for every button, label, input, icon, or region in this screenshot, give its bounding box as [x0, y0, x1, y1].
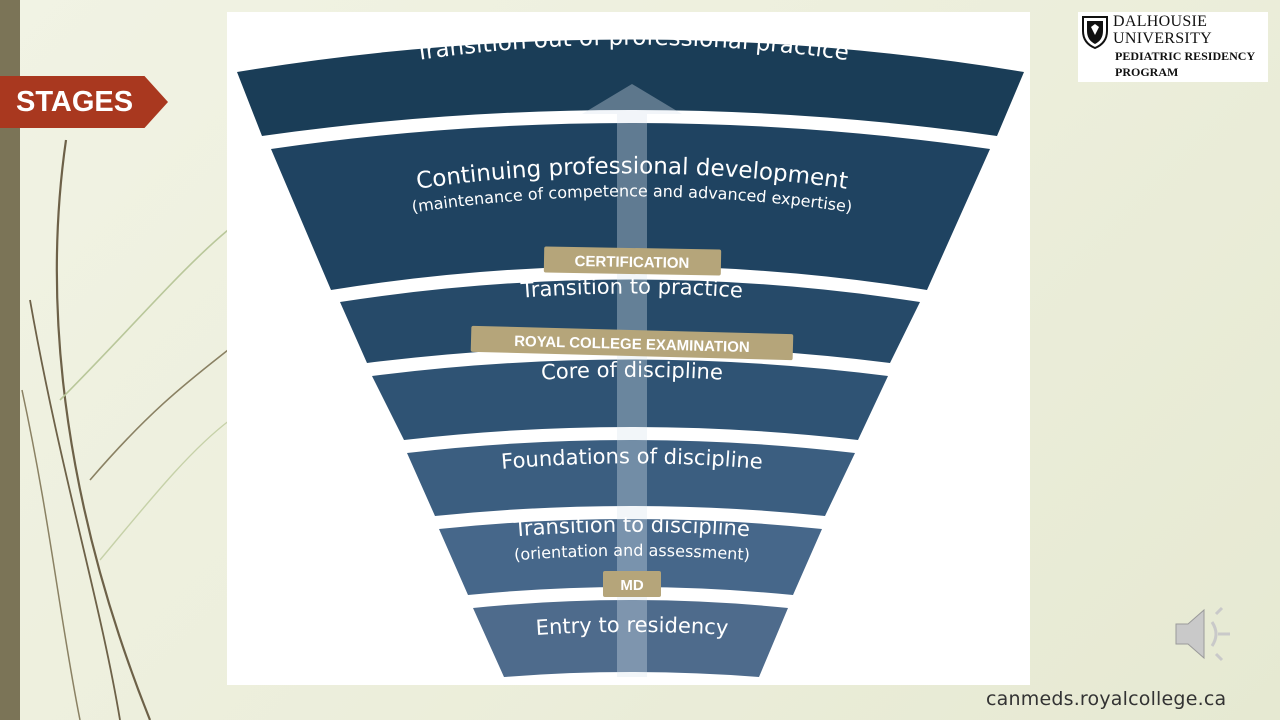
milestone-badge-md — [603, 571, 661, 597]
logo-program-line2: PROGRAM — [1115, 65, 1179, 79]
stage-band-6 — [439, 519, 822, 595]
left-accent-bar — [0, 0, 20, 720]
stage-band-1 — [237, 39, 1024, 136]
stage-band-4 — [372, 359, 888, 440]
source-url[interactable]: canmeds.royalcollege.ca — [986, 688, 1227, 710]
milestone-certification-label: CERTIFICATION — [574, 253, 689, 272]
milestone-badge-exam — [470, 325, 794, 361]
stage-band-2 — [271, 123, 990, 290]
stage-band-5 — [407, 440, 855, 516]
stage-band-7 — [473, 600, 788, 677]
milestone-md-label: MD — [620, 577, 643, 594]
logo-university-line2: UNIVERSITY — [1113, 30, 1212, 47]
milestone-badge-certification — [543, 246, 722, 276]
funnel-svg: CERTIFICATION ROYAL COLLEGE EXAMINATION … — [237, 25, 1024, 677]
university-logo: DALHOUSIE UNIVERSITY PEDIATRIC RESIDENCY… — [1078, 12, 1268, 82]
logo-program-line1: PEDIATRIC RESIDENCY — [1115, 49, 1256, 63]
stage-4-label: Core of discipline — [540, 358, 723, 385]
shield-crest-icon — [1082, 16, 1108, 49]
milestone-exam-label: ROYAL COLLEGE EXAMINATION — [514, 333, 750, 356]
slide-title: STAGES — [0, 76, 168, 128]
stage-7-label: Entry to residency — [535, 613, 729, 640]
stage-6-label: Transition to discipline — [512, 513, 750, 542]
speaker-icon[interactable] — [1168, 602, 1238, 666]
stages-diagram: CERTIFICATION ROYAL COLLEGE EXAMINATION … — [227, 12, 1030, 685]
logo-university-line1: DALHOUSIE — [1113, 13, 1208, 30]
decorative-curves — [21, 139, 231, 720]
stage-6-sublabel: (orientation and assessment) — [513, 541, 750, 565]
stage-3-label: Transition to practice — [519, 275, 744, 303]
